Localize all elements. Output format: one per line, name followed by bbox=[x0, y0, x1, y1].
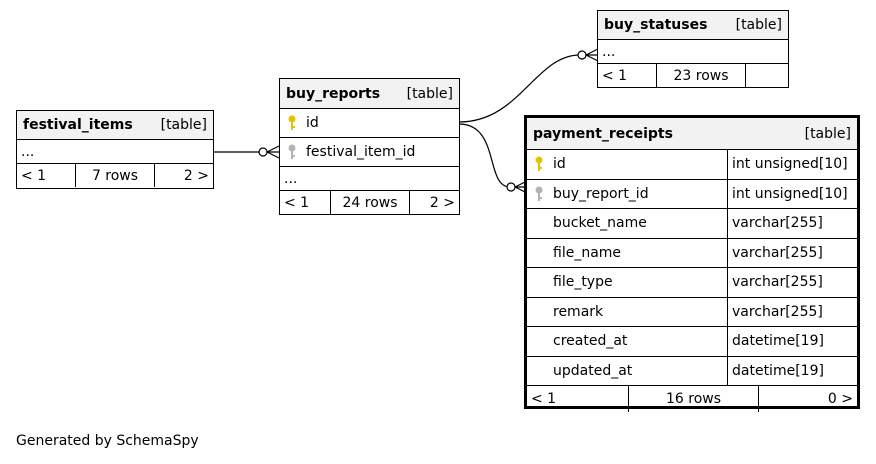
column-type: int unsigned[10] bbox=[727, 179, 857, 208]
column-list: id int unsigned[10] buy_report_id int unsig… bbox=[527, 150, 857, 386]
next-page[interactable] bbox=[746, 64, 788, 87]
table-footer: < 1 16 rows 0 > bbox=[527, 386, 857, 412]
table-name: payment_receipts bbox=[533, 125, 673, 142]
column-row[interactable]: created_at datetime[19] bbox=[527, 327, 857, 357]
columns-ellipsis: ... bbox=[280, 167, 459, 191]
column-row[interactable]: bucket_name varchar[255] bbox=[527, 209, 857, 239]
row-count: 23 rows bbox=[656, 64, 746, 87]
next-page[interactable]: 0 > bbox=[827, 391, 853, 407]
table-tag: [table] bbox=[735, 17, 782, 33]
column-row[interactable]: festival_item_id bbox=[280, 138, 459, 167]
table-payment-receipts[interactable]: payment_receipts [table] id int unsigned[… bbox=[524, 115, 860, 412]
column-row[interactable]: file_type varchar[255] bbox=[527, 268, 857, 298]
column-name: festival_item_id bbox=[306, 144, 416, 160]
column-type: varchar[255] bbox=[727, 297, 857, 326]
column-name: created_at bbox=[553, 333, 628, 350]
column-name: id bbox=[306, 115, 319, 131]
table-footer: < 1 7 rows 2 > bbox=[17, 164, 213, 187]
table-buy-reports[interactable]: buy_reports [table] id festival_item_id … bbox=[279, 78, 460, 215]
crowfoot-marker bbox=[266, 145, 280, 159]
link-end-circle bbox=[506, 182, 516, 192]
column-type: varchar[255] bbox=[727, 268, 857, 297]
prev-page[interactable]: < 1 bbox=[531, 391, 557, 407]
column-row[interactable]: buy_report_id int unsigned[10] bbox=[527, 179, 857, 209]
foreign-key-icon bbox=[535, 186, 543, 201]
primary-key-icon bbox=[535, 156, 543, 172]
column-name: bucket_name bbox=[553, 215, 647, 232]
table-footer: < 1 24 rows 2 > bbox=[280, 191, 459, 214]
table-name: festival_items bbox=[23, 117, 133, 133]
column-type: int unsigned[10] bbox=[727, 150, 857, 179]
next-page[interactable]: 2 > bbox=[183, 167, 209, 184]
column-name: file_name bbox=[553, 244, 622, 261]
link-buy-reports-payment-receipts bbox=[458, 123, 511, 188]
column-row[interactable]: updated_at datetime[19] bbox=[527, 356, 857, 386]
row-count: 24 rows bbox=[330, 191, 410, 214]
link-buy-reports-buy-statuses bbox=[458, 54, 581, 123]
column-name: file_type bbox=[553, 274, 613, 291]
column-name: remark bbox=[553, 303, 604, 320]
link-end-circle bbox=[577, 50, 587, 60]
table-header: buy_reports [table] bbox=[280, 79, 459, 109]
row-count: 7 rows bbox=[75, 164, 155, 187]
table-tag: [table] bbox=[406, 85, 453, 102]
columns-ellipsis: ... bbox=[17, 140, 213, 164]
column-row[interactable]: id int unsigned[10] bbox=[527, 150, 857, 180]
table-header: buy_statuses [table] bbox=[598, 11, 788, 40]
column-name: buy_report_id bbox=[553, 185, 649, 202]
generator-credit: Generated by SchemaSpy bbox=[16, 433, 199, 449]
column-type: varchar[255] bbox=[727, 238, 857, 267]
foreign-key-icon bbox=[288, 144, 296, 159]
table-buy-statuses[interactable]: buy_statuses [table] ... < 1 23 rows bbox=[597, 10, 789, 88]
column-type: varchar[255] bbox=[727, 209, 857, 238]
columns-ellipsis: ... bbox=[598, 40, 788, 64]
next-page[interactable]: 2 > bbox=[429, 194, 455, 211]
prev-page[interactable]: < 1 bbox=[284, 194, 310, 211]
prev-page[interactable]: < 1 bbox=[602, 67, 628, 84]
column-name: id bbox=[553, 156, 566, 173]
column-row[interactable]: file_name varchar[255] bbox=[527, 238, 857, 268]
column-name: updated_at bbox=[553, 362, 633, 379]
table-name: buy_statuses bbox=[604, 17, 708, 33]
column-row[interactable]: remark varchar[255] bbox=[527, 297, 857, 327]
table-header: festival_items [table] bbox=[17, 111, 213, 140]
table-header: payment_receipts [table] bbox=[527, 118, 857, 150]
prev-page[interactable]: < 1 bbox=[21, 167, 47, 184]
table-name: buy_reports bbox=[286, 85, 381, 102]
table-festival-items[interactable]: festival_items [table] ... < 1 7 rows 2 … bbox=[16, 110, 214, 189]
table-tag: [table] bbox=[804, 125, 851, 142]
row-count: 16 rows bbox=[628, 386, 759, 412]
column-type: datetime[19] bbox=[727, 327, 857, 356]
crowfoot-marker bbox=[585, 48, 599, 62]
table-footer: < 1 23 rows bbox=[598, 64, 788, 87]
primary-key-icon bbox=[288, 115, 296, 130]
column-row[interactable]: id bbox=[280, 109, 459, 138]
link-end-circle bbox=[258, 147, 268, 157]
table-tag: [table] bbox=[160, 117, 207, 133]
column-type: datetime[19] bbox=[727, 356, 857, 385]
